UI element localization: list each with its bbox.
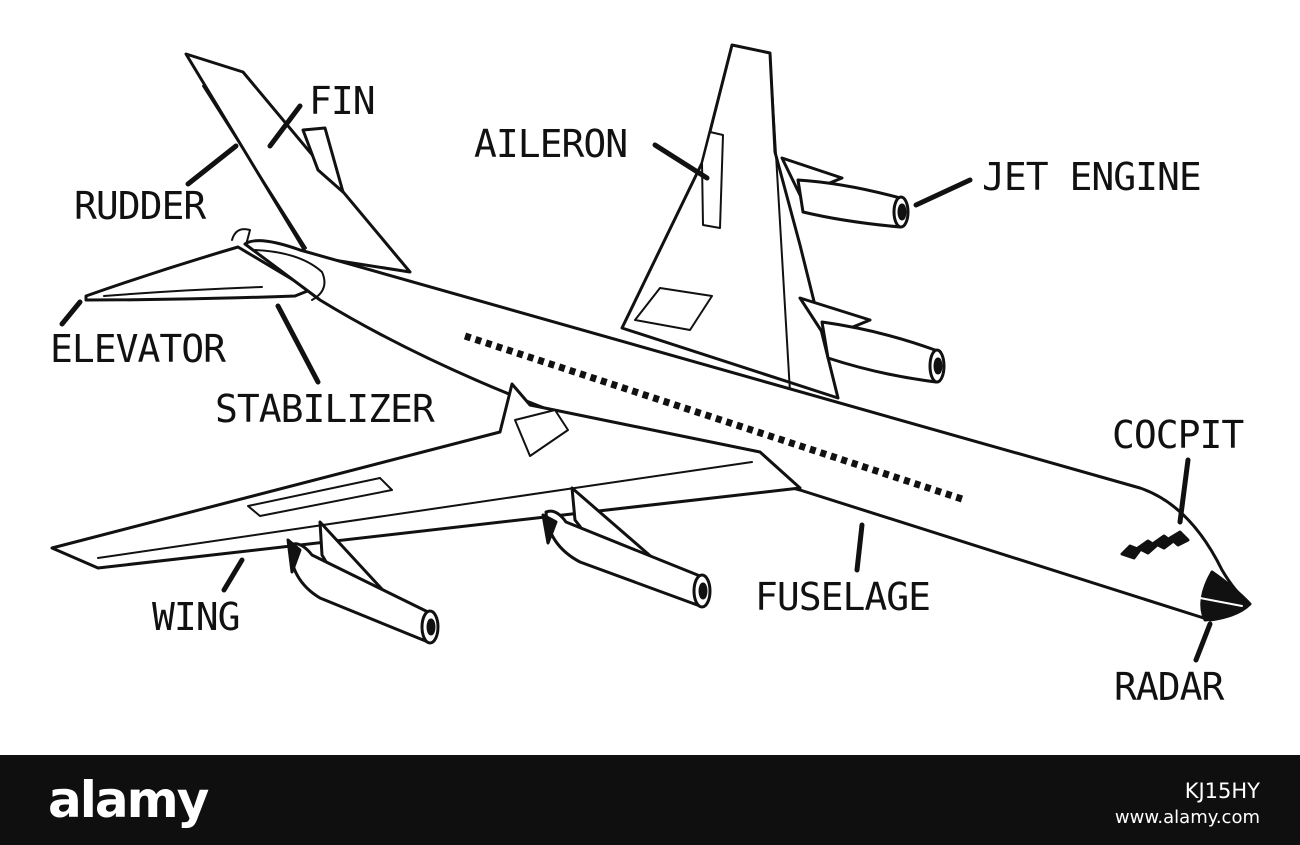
fuselage xyxy=(243,239,1252,622)
watermark-url: www.alamy.com xyxy=(1114,807,1260,828)
fuselage-leader xyxy=(854,522,865,573)
label-cocpit: COCPIT xyxy=(1112,413,1244,457)
near-engine-inner xyxy=(541,486,712,609)
image-id: KJ15HY xyxy=(1184,779,1260,803)
horizontal-stabilizer xyxy=(84,228,312,302)
label-fin: FIN xyxy=(309,79,376,123)
far-engine-outer xyxy=(780,156,910,229)
elevator-leader xyxy=(59,299,83,327)
far-engine-inner xyxy=(798,296,946,384)
jet-engine-leader xyxy=(913,177,973,208)
airplane-drawing xyxy=(50,43,1252,663)
stabilizer-leader xyxy=(275,303,321,385)
label-stabilizer: STABILIZER xyxy=(215,387,435,431)
alamy-logo: alamy xyxy=(48,771,209,829)
far-wing xyxy=(620,43,840,400)
label-fuselage: FUSELAGE xyxy=(755,575,931,619)
label-jet-engine: JET ENGINE xyxy=(982,155,1202,199)
label-wing: WING xyxy=(152,595,241,639)
aileron-leader xyxy=(652,142,710,181)
rudder-leader xyxy=(185,143,239,187)
wing-leader xyxy=(221,557,245,593)
diagram-stage: FIN RUDDER AILERON JET ENGINE ELEVATOR S… xyxy=(50,43,1252,709)
leader-lines xyxy=(59,103,1213,663)
label-aileron: AILERON xyxy=(474,122,628,166)
cocpit-leader xyxy=(1177,457,1191,525)
label-elevator: ELEVATOR xyxy=(50,327,226,371)
radar-leader xyxy=(1193,621,1213,663)
near-wing xyxy=(50,382,802,570)
watermark-bar: alamy KJ15HY www.alamy.com xyxy=(0,755,1300,845)
fin-leader xyxy=(267,103,303,149)
near-engine-outer xyxy=(286,520,440,645)
label-rudder: RUDDER xyxy=(74,184,206,228)
tail-fin xyxy=(184,52,412,274)
label-radar: RADAR xyxy=(1114,665,1224,709)
